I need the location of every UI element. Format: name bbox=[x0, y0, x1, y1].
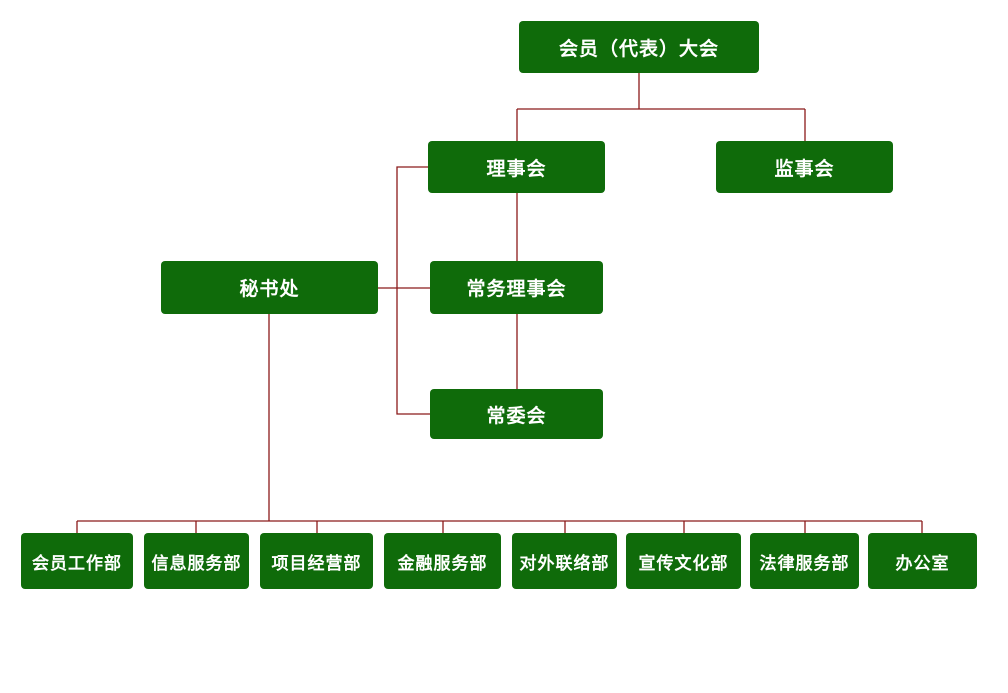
node-dept-external-liaison: 对外联络部 bbox=[512, 533, 617, 589]
node-dept-information-services: 信息服务部 bbox=[144, 533, 249, 589]
node-member-assembly: 会员（代表）大会 bbox=[519, 21, 759, 73]
node-council: 理事会 bbox=[428, 141, 605, 193]
connector-assembly-branch bbox=[516, 73, 806, 141]
node-standing-committee: 常委会 bbox=[430, 389, 603, 439]
node-dept-member-work: 会员工作部 bbox=[21, 533, 133, 589]
node-dept-publicity-culture: 宣传文化部 bbox=[626, 533, 741, 589]
node-standing-council: 常务理事会 bbox=[430, 261, 603, 314]
connector-department-bus bbox=[76, 520, 923, 533]
node-dept-legal-services: 法律服务部 bbox=[750, 533, 859, 589]
node-supervisory-board: 监事会 bbox=[716, 141, 893, 193]
connector-left-bracket bbox=[378, 166, 430, 415]
node-dept-financial-services: 金融服务部 bbox=[384, 533, 501, 589]
node-dept-office: 办公室 bbox=[868, 533, 977, 589]
node-dept-project-operations: 项目经营部 bbox=[260, 533, 373, 589]
node-secretariat: 秘书处 bbox=[161, 261, 378, 314]
